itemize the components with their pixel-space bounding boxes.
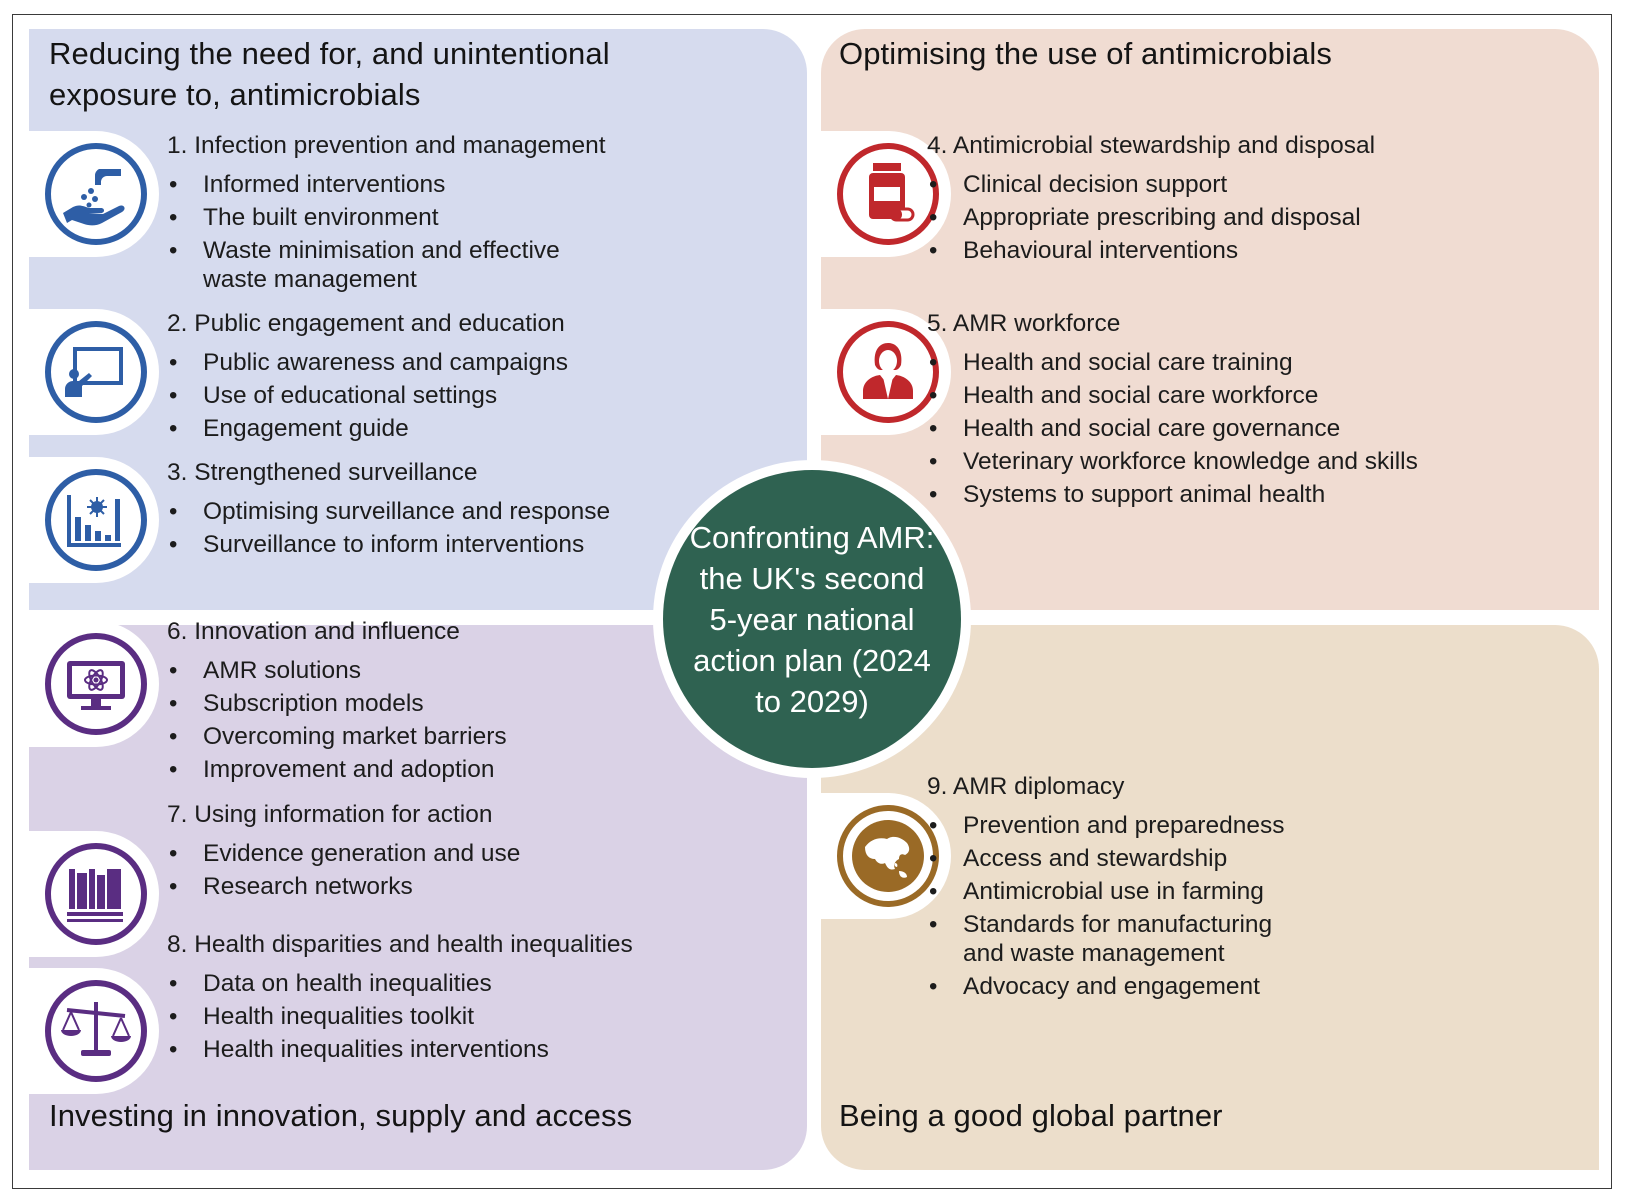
bullet-list: Clinical decision support Appropriate pr… (927, 168, 1375, 267)
hand-washing-icon (45, 143, 147, 245)
bullet-item: Standards for manufacturing (927, 908, 1284, 941)
bullet-item: Subscription models (167, 687, 507, 720)
center-badge: Confronting AMR: the UK's second 5-year … (663, 470, 961, 768)
item-heading: 7. Using information for action (167, 801, 493, 828)
bullet-item: Advocacy and engagement (927, 970, 1284, 1003)
item-heading: 8. Health disparities and health inequal… (167, 931, 633, 958)
bullet-item: Health and social care training (927, 346, 1418, 379)
item-heading: 3. Strengthened surveillance (167, 459, 478, 486)
action-item-1: 1. Infection prevention and management I… (167, 129, 606, 296)
bullet-item: Research networks (167, 870, 520, 903)
bullet-item: Health inequalities toolkit (167, 1000, 633, 1033)
icon-tab (29, 309, 159, 435)
bullet-item: Evidence generation and use (167, 837, 520, 870)
bullet-list: Informed interventions The built environ… (167, 168, 606, 296)
bullet-item: Prevention and preparedness (927, 809, 1284, 842)
quadrant-title: Being a good global partner (839, 1098, 1223, 1133)
scales-icon (45, 980, 147, 1082)
bullet-item: The built environment (167, 201, 606, 234)
icon-tab (29, 457, 159, 583)
medicine-bottle-icon (837, 143, 939, 245)
bullet-item: Waste minimisation and effective (167, 234, 606, 267)
bullet-item: Data on health inequalities (167, 967, 633, 1000)
action-item-3: 3. Strengthened surveillance Optimising … (167, 456, 610, 561)
bullet-item: Behavioural interventions (927, 234, 1375, 267)
item-heading: 4. Antimicrobial stewardship and disposa… (927, 132, 1376, 159)
bullet-list: Evidence generation and use Research net… (167, 837, 520, 903)
quadrant-investing-innovation: 6. Innovation and influence AMR solution… (29, 618, 807, 1170)
item-heading: 5. AMR workforce (927, 310, 1121, 337)
bullet-item: Use of educational settings (167, 379, 568, 412)
item-heading: 6. Innovation and influence (167, 618, 460, 645)
bullet-list: Prevention and preparedness Access and s… (927, 809, 1284, 1003)
action-item-7: 7. Using information for action Evidence… (167, 798, 520, 903)
action-item-8: 8. Health disparities and health inequal… (167, 928, 633, 1066)
bullet-item: Antimicrobial use in farming (927, 875, 1284, 908)
quadrant-global-partner: 9. AMR diplomacy Prevention and prepared… (821, 625, 1599, 1170)
bullet-list: AMR solutions Subscription models Overco… (167, 654, 507, 786)
center-circle: Confronting AMR: the UK's second 5-year … (653, 460, 971, 778)
bullet-list: Data on health inequalities Health inequ… (167, 967, 633, 1066)
bullet-item: Health inequalities interventions (167, 1033, 633, 1066)
bullet-item: Public awareness and campaigns (167, 346, 568, 379)
quadrant-title: Reducing the need for, and unintentional… (49, 33, 610, 115)
bullet-item: AMR solutions (167, 654, 507, 687)
bullet-list: Optimising surveillance and response Sur… (167, 495, 610, 561)
item-heading: 9. AMR diplomacy (927, 773, 1125, 800)
action-item-9: 9. AMR diplomacy Prevention and prepared… (927, 770, 1284, 1003)
center-title: Confronting AMR: the UK's second 5-year … (689, 519, 935, 719)
bullet-item: Appropriate prescribing and disposal (927, 201, 1375, 234)
action-item-2: 2. Public engagement and education Publi… (167, 307, 568, 445)
item-heading: 1. Infection prevention and management (167, 132, 606, 159)
bullet-item: Veterinary workforce knowledge and skill… (927, 445, 1418, 478)
bullet-item: Surveillance to inform interventions (167, 528, 610, 561)
bullet-item: Health and social care workforce (927, 379, 1418, 412)
icon-tab (29, 621, 159, 747)
presentation-board-icon (45, 321, 147, 423)
books-icon (45, 843, 147, 945)
quadrant-reducing-need: Reducing the need for, and unintentional… (29, 29, 807, 610)
bullet-item: Systems to support animal health (927, 478, 1418, 511)
bullet-item: Improvement and adoption (167, 753, 507, 786)
bullet-list: Health and social care training Health a… (927, 346, 1418, 511)
icon-tab (29, 131, 159, 257)
bullet-item: Optimising surveillance and response (167, 495, 610, 528)
action-item-4: 4. Antimicrobial stewardship and disposa… (927, 129, 1375, 267)
bullet-item: Overcoming market barriers (167, 720, 507, 753)
bullet-item: Informed interventions (167, 168, 606, 201)
action-item-6: 6. Innovation and influence AMR solution… (167, 615, 507, 786)
surveillance-chart-icon (45, 469, 147, 571)
title-line: exposure to, antimicrobials (49, 77, 421, 112)
quadrant-title: Investing in innovation, supply and acce… (49, 1098, 633, 1133)
bullet-item: Health and social care governance (927, 412, 1418, 445)
bullet-continuation: waste management (203, 266, 417, 293)
bullet-item: Clinical decision support (927, 168, 1375, 201)
bullet-item: Access and stewardship (927, 842, 1284, 875)
bullet-continuation: and waste management (963, 940, 1225, 967)
quadrant-title: Optimising the use of antimicrobials (839, 36, 1332, 71)
title-line: Reducing the need for, and unintentional (49, 36, 610, 71)
item-heading: 2. Public engagement and education (167, 310, 565, 337)
quadrant-optimising-use: Optimising the use of antimicrobials 4. … (821, 29, 1599, 610)
bullet-list: Public awareness and campaigns Use of ed… (167, 346, 568, 445)
computer-atom-icon (45, 633, 147, 735)
bullet-item: Engagement guide (167, 412, 568, 445)
icon-tab (29, 968, 159, 1094)
icon-tab (29, 831, 159, 957)
action-item-5: 5. AMR workforce Health and social care … (927, 307, 1418, 511)
